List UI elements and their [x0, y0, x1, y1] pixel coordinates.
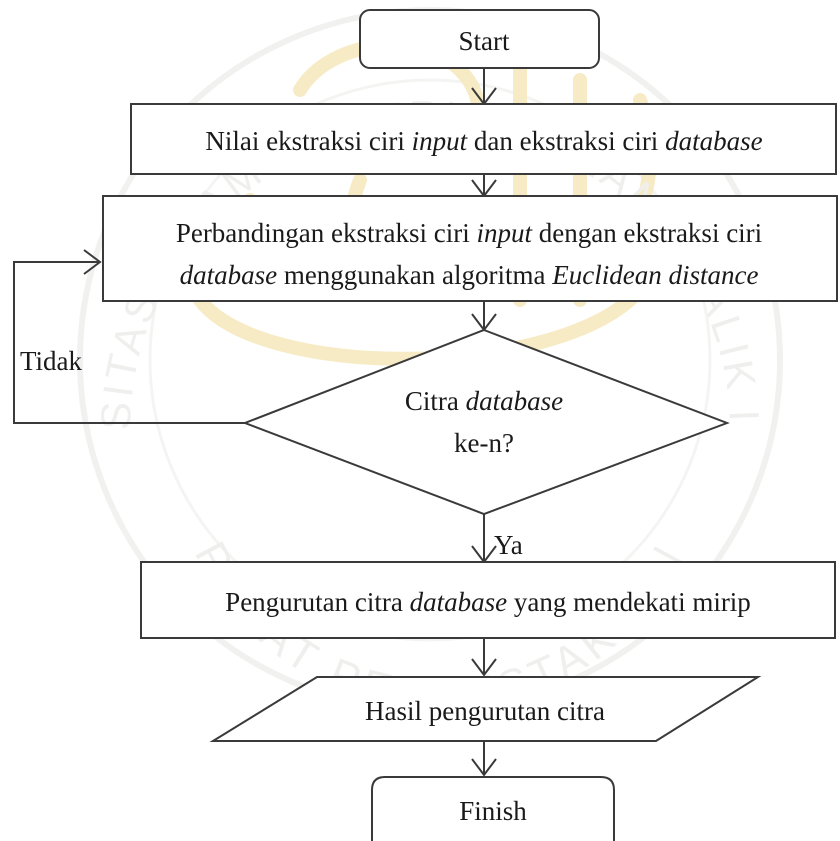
sort-process: Pengurutan citra database yang mendekati…	[140, 561, 836, 639]
decision-node: Citra database ke-n?	[242, 328, 730, 516]
decision-label-line1: Citra database	[405, 386, 563, 416]
sort-label: Pengurutan citra database yang mendekati…	[225, 587, 751, 617]
edge-label-yes: Ya	[494, 530, 523, 560]
output-shape	[209, 676, 762, 742]
decision-label-line2: ke-n?	[454, 428, 514, 458]
extract-part-2: input	[412, 126, 469, 156]
compare-line1-part-3: dengan ekstraksi ciri	[532, 218, 762, 248]
compare-line2-part-3: Euclidean distance	[551, 260, 758, 290]
extract-part-1: Nilai ekstraksi ciri	[205, 126, 411, 156]
finish-label: Finish	[459, 796, 527, 826]
arrowhead-output	[471, 658, 497, 677]
loop-back-line	[13, 261, 245, 424]
compare-line1-part-1: Perbandingan ekstraksi ciri	[176, 218, 477, 248]
extract-part-3: dan ekstraksi ciri	[467, 126, 665, 156]
decision-line1-part-2: database	[466, 386, 564, 416]
start-label: Start	[459, 26, 510, 56]
edge-label-no: Tidak	[20, 346, 83, 376]
output-io: Hasil pengurutan citra	[209, 676, 762, 742]
sort-part-2: database	[410, 587, 508, 617]
sort-part-1: Pengurutan citra	[225, 587, 409, 617]
compare-process: Perbandingan ekstraksi ciri input dengan…	[102, 195, 838, 302]
arrowhead-finish	[471, 758, 497, 777]
compare-line1-part-2: input	[476, 218, 533, 248]
sort-part-3: yang mendekati mirip	[507, 587, 751, 617]
start-terminal: Start	[359, 9, 600, 69]
finish-terminal: Finish	[371, 776, 615, 841]
finish-shape	[371, 776, 615, 841]
sort-shape	[140, 561, 836, 639]
start-shape	[359, 9, 600, 69]
compare-label-line1: Perbandingan ekstraksi ciri input dengan…	[176, 218, 762, 248]
extract-process: Nilai ekstraksi ciri input dan ekstraksi…	[130, 103, 837, 175]
watermark-inner-ring	[148, 78, 712, 642]
decision-shape	[242, 328, 730, 516]
compare-line2-part-2: menggunakan algoritma	[277, 260, 552, 290]
connectors	[13, 68, 485, 775]
decision-line1-part-1: Citra	[405, 386, 466, 416]
arrowhead-loop	[83, 249, 102, 275]
extract-label: Nilai ekstraksi ciri input dan ekstraksi…	[205, 126, 762, 156]
compare-label-line2: database menggunakan algoritma Euclidean…	[180, 260, 759, 290]
compare-line2-part-1: database	[180, 260, 278, 290]
output-label: Hasil pengurutan citra	[365, 696, 605, 726]
extract-part-4: database	[665, 126, 763, 156]
extract-shape	[130, 103, 837, 175]
compare-shape	[102, 195, 838, 302]
